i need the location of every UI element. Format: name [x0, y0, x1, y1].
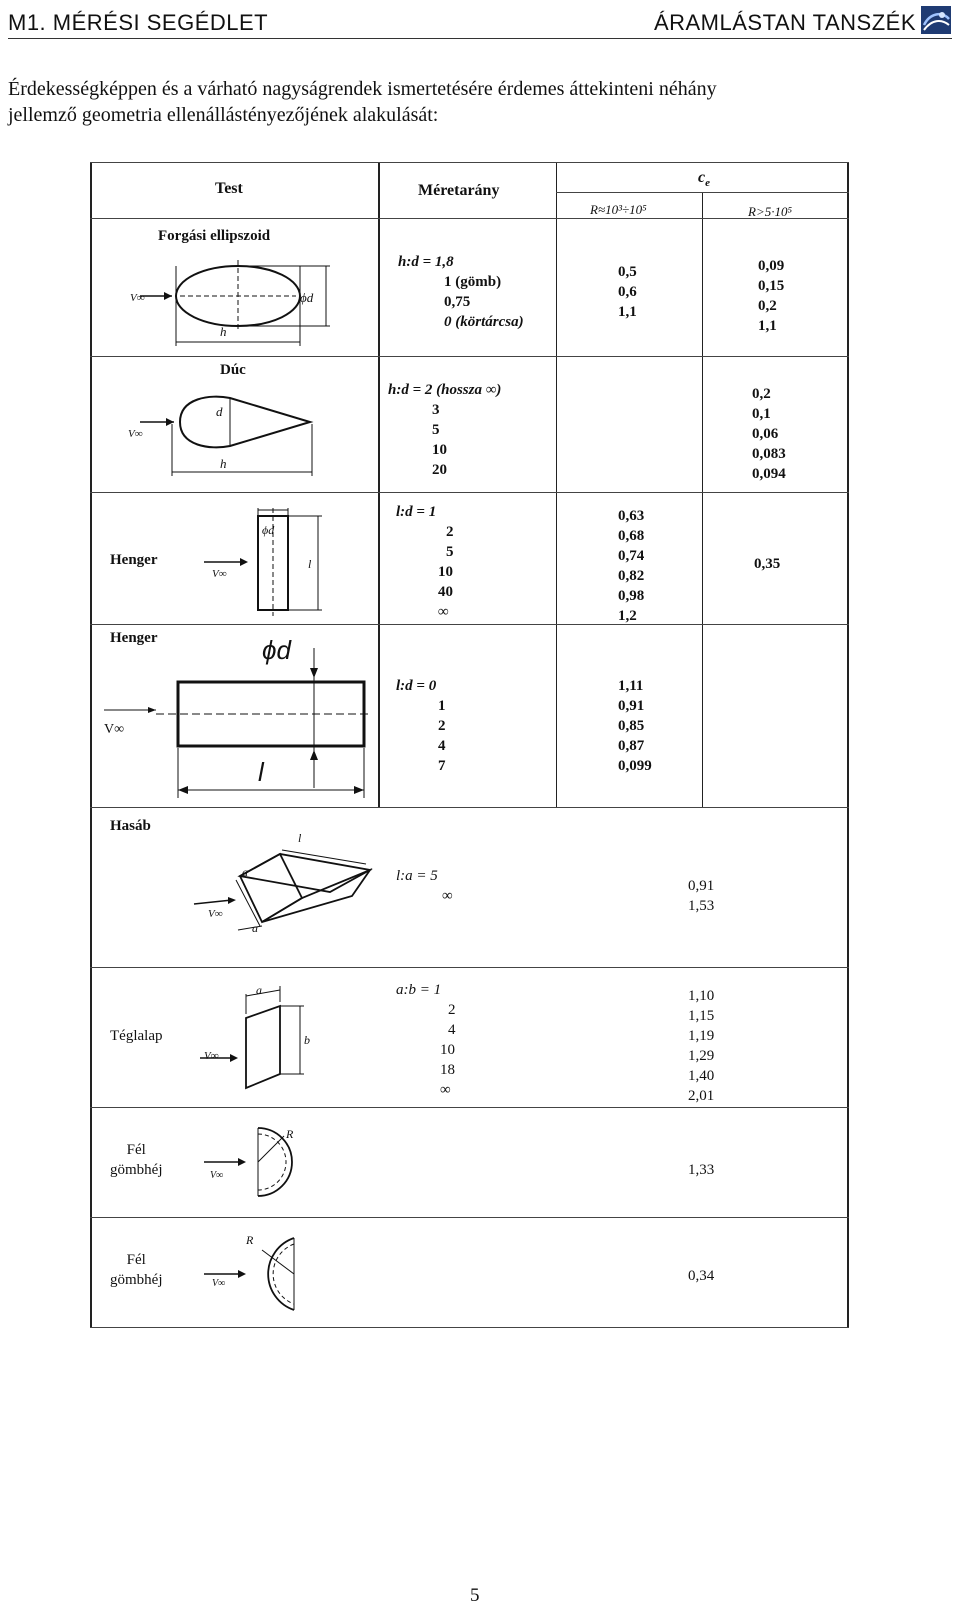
ellipsoid-figure: [140, 260, 330, 346]
strut-d-label: d: [216, 404, 223, 419]
ellipsoid-v-label: V∞: [130, 292, 145, 304]
cylinder-vertical-ratios: l:d = 1 2 5 10 40 ∞: [396, 504, 454, 620]
intro-line-2: jellemző geometria ellenállástényezőjéne…: [8, 104, 439, 126]
col-header-re-high: R>5·10⁵: [748, 204, 792, 219]
row-cylinder-horizontal-name: Henger: [110, 630, 158, 646]
ellipsoid-d-label: ϕd: [300, 290, 314, 305]
hemisphere-2-v-label: V∞: [212, 1278, 226, 1289]
strut-v-label: V∞: [128, 428, 143, 440]
prism-figure: [193, 849, 373, 931]
ellipsoid-ratios: h:d = 1,8 1 (gömb) 0,75 0 (körtárcsa): [398, 254, 524, 330]
prism-a-label-1: a: [242, 865, 248, 879]
page-number: 5: [470, 1585, 480, 1606]
cylinder-vertical-c2: 0,35: [754, 556, 781, 572]
department-logo-icon: [921, 6, 951, 34]
cylinder-horizontal-ratios: l:d = 0 1 2 4 7: [396, 678, 446, 774]
hemisphere-convex-figure: [204, 1127, 293, 1197]
rectangle-v-label: V∞: [204, 1050, 219, 1062]
strut-figure: [140, 395, 314, 476]
row-prism-name: Hasáb: [110, 818, 151, 834]
cylinder-vertical-figure: [204, 508, 322, 616]
col-header-ce: ce: [698, 169, 710, 190]
col-header-ratio: Méretarány: [418, 182, 500, 199]
ellipsoid-h-label: h: [220, 324, 227, 339]
hemisphere-1-v-label: V∞: [210, 1170, 224, 1181]
hemisphere-2-c: 0,34: [688, 1268, 715, 1284]
cylinder-vertical-v-label: V∞: [212, 568, 227, 580]
row-ellipsoid-name: Forgási ellipszoid: [158, 228, 271, 244]
rectangle-figure: [200, 986, 304, 1090]
drag-coefficient-table: Test Méretarány ce R≈10³÷10⁵ R>5·10⁵ For…: [90, 162, 870, 1367]
row-rectangle-name: Téglalap: [110, 1028, 163, 1044]
intro-paragraph: Érdekességképpen és a várható nagyságren…: [8, 76, 952, 128]
rectangle-ratios: a:b = 1 2 4 10 18 ∞: [396, 982, 456, 1098]
prism-a-label-2: a: [252, 921, 258, 935]
header-right: ÁRAMLÁSTAN TANSZÉK: [653, 10, 916, 35]
col-header-test: Test: [215, 180, 243, 197]
cylinder-vertical-l-label: l: [308, 557, 312, 571]
hemisphere-2-r-label: R: [246, 1233, 254, 1247]
rectangle-a-label: a: [256, 983, 262, 997]
cylinder-horizontal-v-label: V∞: [104, 722, 125, 737]
prism-v-label: V∞: [208, 908, 223, 920]
rectangle-b-label: b: [304, 1033, 310, 1047]
prism-ratios: l:a = 5 ∞: [396, 868, 453, 904]
cylinder-horizontal-figure: [104, 648, 372, 798]
intro-line-1: Érdekességképpen és a várható nagyságren…: [8, 78, 717, 100]
strut-h-label: h: [220, 456, 227, 471]
strut-ratios: h:d = 2 (hossza ∞) 3 5 10 20: [388, 382, 502, 478]
cylinder-horizontal-d-label: ϕd: [262, 635, 291, 665]
hemisphere-1-r-label: R: [286, 1127, 294, 1141]
prism-l-label: l: [298, 831, 302, 845]
page-header: M1. MÉRÉSI SEGÉDLET ÁRAMLÁSTAN TANSZÉK: [8, 4, 952, 39]
hemisphere-1-c: 1,33: [688, 1162, 715, 1178]
row-cylinder-vertical-name: Henger: [110, 552, 158, 568]
hemisphere-concave-figure: [204, 1237, 295, 1311]
cylinder-vertical-d-label: ϕd: [262, 523, 275, 537]
cylinder-horizontal-l-label: l: [258, 757, 264, 787]
col-header-re-low: R≈10³÷10⁵: [590, 202, 647, 217]
row-strut-name: Dúc: [220, 362, 246, 378]
header-left: M1. MÉRÉSI SEGÉDLET: [8, 10, 269, 35]
